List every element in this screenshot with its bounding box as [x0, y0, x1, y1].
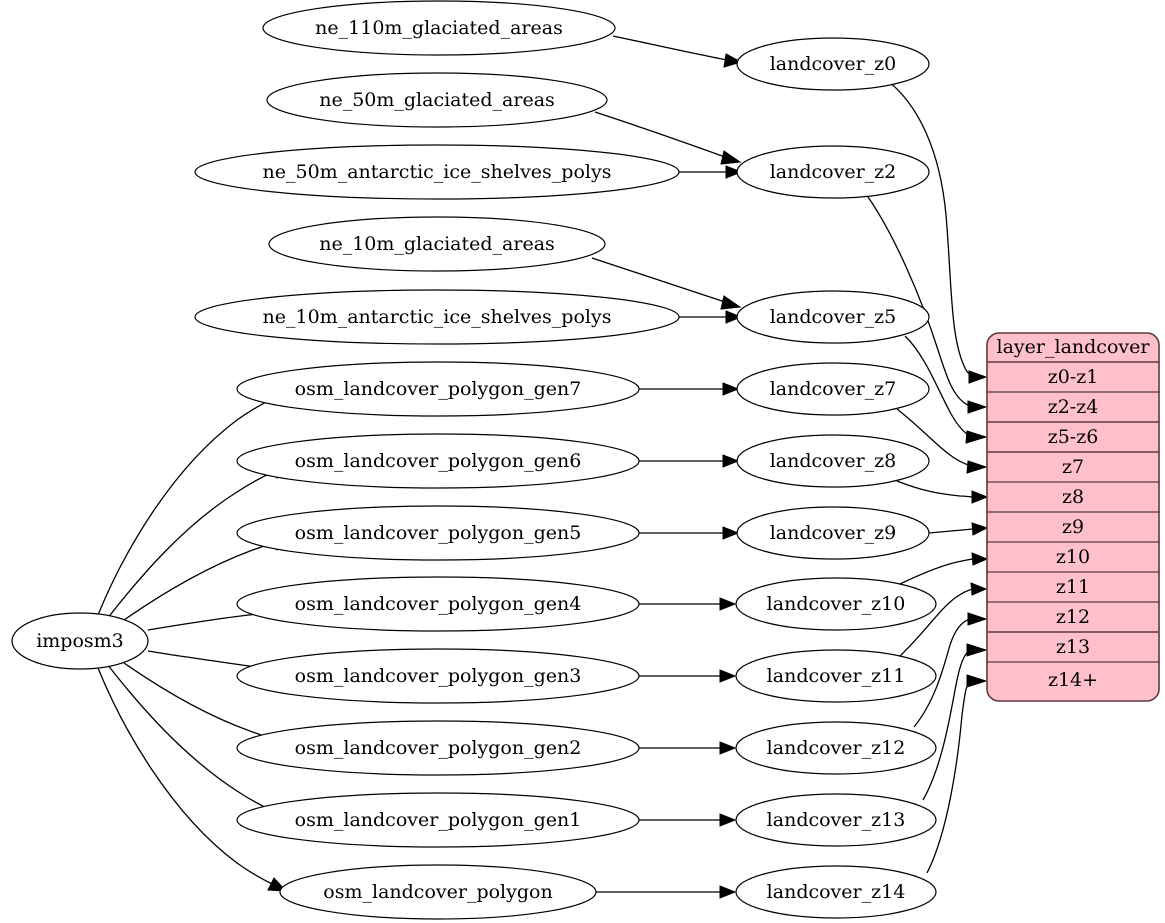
node-ne-10m-antarctic-ice-shelves-polys[interactable]: ne_10m_antarctic_ice_shelves_polys [194, 289, 680, 345]
node-osm-landcover-polygon-gen7[interactable]: osm_landcover_polygon_gen7 [236, 361, 640, 417]
edge-z9-to-row-z9 [928, 522, 989, 536]
edge-imposm3-to-polygon [97, 667, 288, 892]
layer-table-header: layer_landcover [997, 336, 1151, 358]
node-landcover-z9[interactable]: landcover_z9 [736, 506, 930, 560]
edge-z5-to-row-z5z6 [904, 335, 988, 444]
node-osm-landcover-polygon-gen6-label: osm_landcover_polygon_gen6 [295, 450, 582, 472]
edge-z12-to-row-z12 [913, 612, 988, 728]
node-osm-landcover-polygon[interactable]: osm_landcover_polygon [279, 864, 597, 920]
edge-z0-to-row-z0z1 [887, 80, 988, 384]
edge-gen1-to-z13 [639, 813, 737, 827]
edge-z14-to-row-z14plus [926, 674, 988, 874]
node-osm-landcover-polygon-gen3[interactable]: osm_landcover_polygon_gen3 [236, 648, 640, 704]
layer-landcover-table[interactable]: layer_landcover z0-z1 z2-z4 z5-z6 z7 z8 … [986, 332, 1160, 702]
node-ne-10m-glaciated-areas[interactable]: ne_10m_glaciated_areas [268, 216, 606, 272]
layer-table-row-z0-z1[interactable]: z0-z1 [1048, 366, 1099, 388]
node-ne-110m-glaciated-areas[interactable]: ne_110m_glaciated_areas [262, 0, 616, 56]
node-landcover-z0-label: landcover_z0 [770, 53, 897, 75]
node-osm-landcover-polygon-gen7-label: osm_landcover_polygon_gen7 [295, 378, 582, 400]
node-osm-landcover-polygon-gen6[interactable]: osm_landcover_polygon_gen6 [236, 433, 640, 489]
edge-z7-to-row-z7 [896, 408, 988, 474]
layer-table-row-z14plus[interactable]: z14+ [1048, 669, 1098, 691]
node-osm-landcover-polygon-gen3-label: osm_landcover_polygon_gen3 [295, 665, 582, 687]
node-ne-50m-antarctic-ice-shelves-polys-label: ne_50m_antarctic_ice_shelves_polys [263, 161, 612, 183]
edge-ne50mantarctic-to-z2 [679, 165, 743, 179]
node-landcover-z8-label: landcover_z8 [770, 450, 897, 472]
node-landcover-z7[interactable]: landcover_z7 [736, 362, 930, 416]
edge-ne10mglaciated-to-z5 [591, 257, 742, 310]
edge-gen2-to-z12 [639, 741, 737, 755]
node-landcover-z14[interactable]: landcover_z14 [735, 865, 937, 919]
layer-table-row-z2-z4[interactable]: z2-z4 [1048, 396, 1099, 418]
node-osm-landcover-polygon-label: osm_landcover_polygon [323, 881, 552, 903]
node-ne-50m-antarctic-ice-shelves-polys[interactable]: ne_50m_antarctic_ice_shelves_polys [194, 144, 680, 200]
nodes-layer: imposm3 ne_110m_glaciated_areas ne_50m_g… [11, 0, 937, 920]
node-ne-50m-glaciated-areas[interactable]: ne_50m_glaciated_areas [266, 72, 608, 128]
node-landcover-z7-label: landcover_z7 [770, 378, 897, 400]
node-ne-110m-glaciated-areas-label: ne_110m_glaciated_areas [315, 17, 563, 39]
node-landcover-z12[interactable]: landcover_z12 [735, 721, 937, 775]
edge-ne10mantarctic-to-z5 [679, 310, 743, 324]
node-landcover-z5[interactable]: landcover_z5 [736, 290, 930, 344]
edge-z10-to-row-z10 [899, 552, 989, 585]
edge-z2-to-row-z2z4 [865, 193, 988, 414]
layer-table-row-z5-z6[interactable]: z5-z6 [1048, 426, 1099, 448]
edge-gen7-to-z7 [639, 382, 740, 396]
node-landcover-z13[interactable]: landcover_z13 [735, 793, 937, 847]
node-osm-landcover-polygon-gen2[interactable]: osm_landcover_polygon_gen2 [236, 720, 640, 776]
node-landcover-z0[interactable]: landcover_z0 [736, 37, 930, 91]
edge-ne50mglaciated-to-z2 [594, 111, 742, 165]
node-osm-landcover-polygon-gen5-label: osm_landcover_polygon_gen5 [295, 522, 582, 544]
node-landcover-z11[interactable]: landcover_z11 [735, 649, 937, 703]
node-osm-landcover-polygon-gen1-label: osm_landcover_polygon_gen1 [295, 809, 582, 831]
node-ne-10m-glaciated-areas-label: ne_10m_glaciated_areas [319, 233, 555, 255]
node-landcover-z14-label: landcover_z14 [767, 881, 906, 903]
node-imposm3[interactable]: imposm3 [11, 612, 149, 670]
node-landcover-z2[interactable]: landcover_z2 [736, 145, 930, 199]
layer-table-row-z13[interactable]: z13 [1056, 636, 1090, 658]
node-landcover-z11-label: landcover_z11 [767, 665, 906, 687]
layer-table-row-z7[interactable]: z7 [1062, 456, 1084, 478]
node-landcover-z5-label: landcover_z5 [770, 306, 897, 328]
layer-table-row-z11[interactable]: z11 [1056, 576, 1090, 598]
edge-polygon-to-z14 [596, 885, 737, 899]
edge-z11-to-row-z11 [899, 582, 988, 657]
node-osm-landcover-polygon-gen4[interactable]: osm_landcover_polygon_gen4 [236, 576, 640, 632]
node-ne-10m-antarctic-ice-shelves-polys-label: ne_10m_antarctic_ice_shelves_polys [263, 306, 612, 328]
node-osm-landcover-polygon-gen1[interactable]: osm_landcover_polygon_gen1 [236, 792, 640, 848]
layer-table-row-z12[interactable]: z12 [1056, 606, 1090, 628]
layer-table-row-z9[interactable]: z9 [1062, 516, 1084, 538]
edge-gen6-to-z8 [639, 454, 740, 468]
node-landcover-z13-label: landcover_z13 [767, 809, 906, 831]
node-imposm3-label: imposm3 [36, 630, 124, 652]
edge-ne110m-to-z0 [612, 35, 743, 68]
edge-z13-to-row-z13 [922, 643, 988, 801]
node-landcover-z12-label: landcover_z12 [767, 737, 906, 759]
node-landcover-z9-label: landcover_z9 [770, 522, 897, 544]
node-osm-landcover-polygon-gen2-label: osm_landcover_polygon_gen2 [295, 737, 582, 759]
node-osm-landcover-polygon-gen5[interactable]: osm_landcover_polygon_gen5 [236, 505, 640, 561]
node-ne-50m-glaciated-areas-label: ne_50m_glaciated_areas [319, 89, 555, 111]
edge-gen4-to-z10 [639, 597, 737, 611]
node-osm-landcover-polygon-gen4-label: osm_landcover_polygon_gen4 [295, 593, 582, 615]
edge-z8-to-row-z8 [896, 480, 989, 504]
node-landcover-z2-label: landcover_z2 [770, 161, 897, 183]
node-landcover-z8[interactable]: landcover_z8 [736, 434, 930, 488]
edge-imposm3-to-gen7 [97, 391, 288, 616]
node-landcover-z10-label: landcover_z10 [767, 593, 906, 615]
edge-gen3-to-z11 [639, 669, 737, 683]
edge-gen5-to-z9 [639, 526, 740, 540]
layer-table-row-z10[interactable]: z10 [1056, 546, 1090, 568]
node-landcover-z10[interactable]: landcover_z10 [735, 577, 937, 631]
layer-table-row-z8[interactable]: z8 [1062, 486, 1084, 508]
